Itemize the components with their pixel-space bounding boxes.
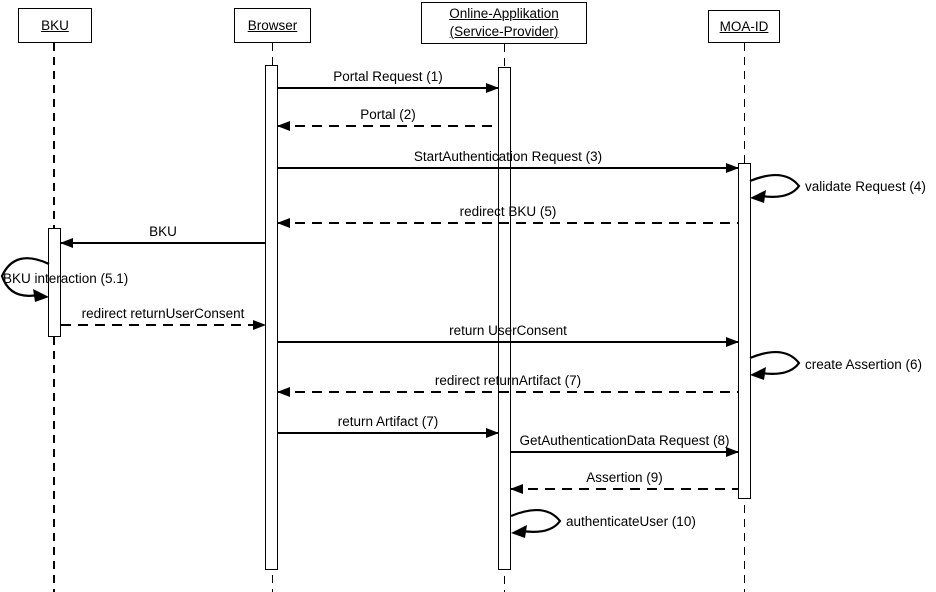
activation-bar-online-applikation: [498, 67, 511, 570]
message-line: [511, 451, 738, 454]
actor-box-browser: Browser: [234, 8, 311, 43]
message-label: Assertion (9): [586, 470, 663, 485]
arrowhead-left-icon: [510, 483, 523, 494]
message-label: return Artifact (7): [337, 414, 439, 429]
activation-bar-moa-id: [737, 163, 751, 499]
arrowhead-right-icon: [726, 446, 739, 457]
activation-bar-bku: [48, 228, 61, 337]
self-loop-label: create Assertion (6): [805, 357, 923, 372]
self-loop-bku-interaction-icon: [0, 257, 50, 302]
arrowhead-left-icon: [60, 237, 73, 248]
actor-label-bku: BKU: [41, 17, 69, 33]
message-line: [278, 167, 738, 170]
arrowhead-right-icon: [726, 336, 739, 347]
message-line: [278, 222, 738, 225]
message-line: [278, 341, 738, 344]
message-label: redirect returnArtifact (7): [434, 373, 582, 388]
arrowhead-right-icon: [253, 319, 266, 330]
self-loop-label: BKU interaction (5.1): [3, 271, 129, 286]
message-label: return UserConsent: [449, 323, 567, 338]
message-line: [511, 488, 738, 491]
actor-box-bku: BKU: [18, 8, 92, 43]
message-line: [61, 324, 265, 327]
arrowhead-right-icon: [726, 162, 739, 173]
arrowhead-right-icon: [486, 82, 499, 93]
message-label: Portal (2): [360, 107, 416, 122]
message-line: [278, 125, 498, 128]
message-label: BKU: [149, 224, 177, 239]
arrowhead-left-icon: [277, 120, 290, 131]
self-loop-create-assertion-icon: [749, 351, 801, 380]
self-loop-validate-request-icon: [749, 174, 801, 203]
message-label: Portal Request (1): [333, 69, 443, 84]
message-label: redirect BKU (5): [459, 204, 557, 219]
actor-box-moa-id: MOA-ID: [708, 10, 780, 43]
message-label: redirect returnUserConsent: [81, 306, 245, 321]
actor-label-moa-id: MOA-ID: [719, 18, 769, 34]
message-line: [278, 391, 738, 394]
message-line: [278, 87, 498, 90]
activation-bar-browser: [265, 65, 278, 570]
actor-label-browser: Browser: [247, 17, 298, 33]
actor-label-online-applikation: Online-Applikation (Service-Provider): [449, 6, 559, 39]
self-loop-authenticate-user-icon: [510, 509, 562, 538]
actor-box-online-applikation: Online-Applikation (Service-Provider): [421, 2, 587, 44]
message-label: GetAuthenticationData Request (8): [519, 433, 730, 448]
arrowhead-left-icon: [277, 217, 290, 228]
arrowhead-right-icon: [486, 427, 499, 438]
message-label: StartAuthentication Request (3): [413, 149, 603, 164]
self-loop-label: authenticateUser (10): [566, 514, 696, 529]
message-line: [278, 432, 498, 435]
message-line: [61, 242, 265, 245]
arrowhead-left-icon: [277, 386, 290, 397]
self-loop-label: validate Request (4): [805, 179, 926, 194]
